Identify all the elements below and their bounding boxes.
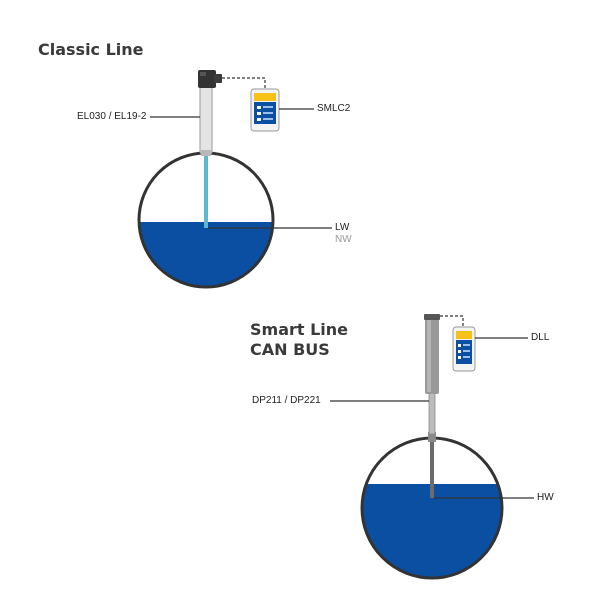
classic-device-label: SMLC2: [317, 103, 351, 114]
smart-sensor-tube: [428, 391, 436, 435]
classic-display-device: [250, 88, 280, 132]
classic-level-label: LW: [335, 222, 350, 233]
classic-line-group: [137, 70, 332, 289]
smart-line-title: Smart Line CAN BUS: [250, 320, 348, 360]
smart-device-label: DLL: [531, 332, 550, 343]
smart-level-label: HW: [537, 492, 554, 503]
smart-line-group: [330, 314, 534, 580]
smart-connection-line: [440, 315, 464, 326]
smart-line-title-line2: CAN BUS: [250, 340, 330, 359]
classic-sensor-head: [198, 70, 222, 88]
smart-sensor-label: DP211 / DP221: [252, 395, 321, 406]
classic-secondary-label: NW: [335, 234, 352, 245]
smart-probe-rod: [430, 440, 434, 498]
classic-line-title: Classic Line: [38, 40, 144, 59]
smart-tank: [360, 436, 504, 580]
classic-connection-line: [222, 77, 266, 88]
smart-display-device: [452, 326, 476, 372]
classic-probe-rod: [204, 156, 208, 228]
classic-sensor-body: [199, 85, 213, 155]
smart-water: [362, 484, 502, 578]
smart-line-title-line1: Smart Line: [250, 320, 349, 339]
smart-sensor-body: [424, 314, 440, 394]
classic-sensor-label: EL030 / EL19-2: [77, 111, 147, 122]
